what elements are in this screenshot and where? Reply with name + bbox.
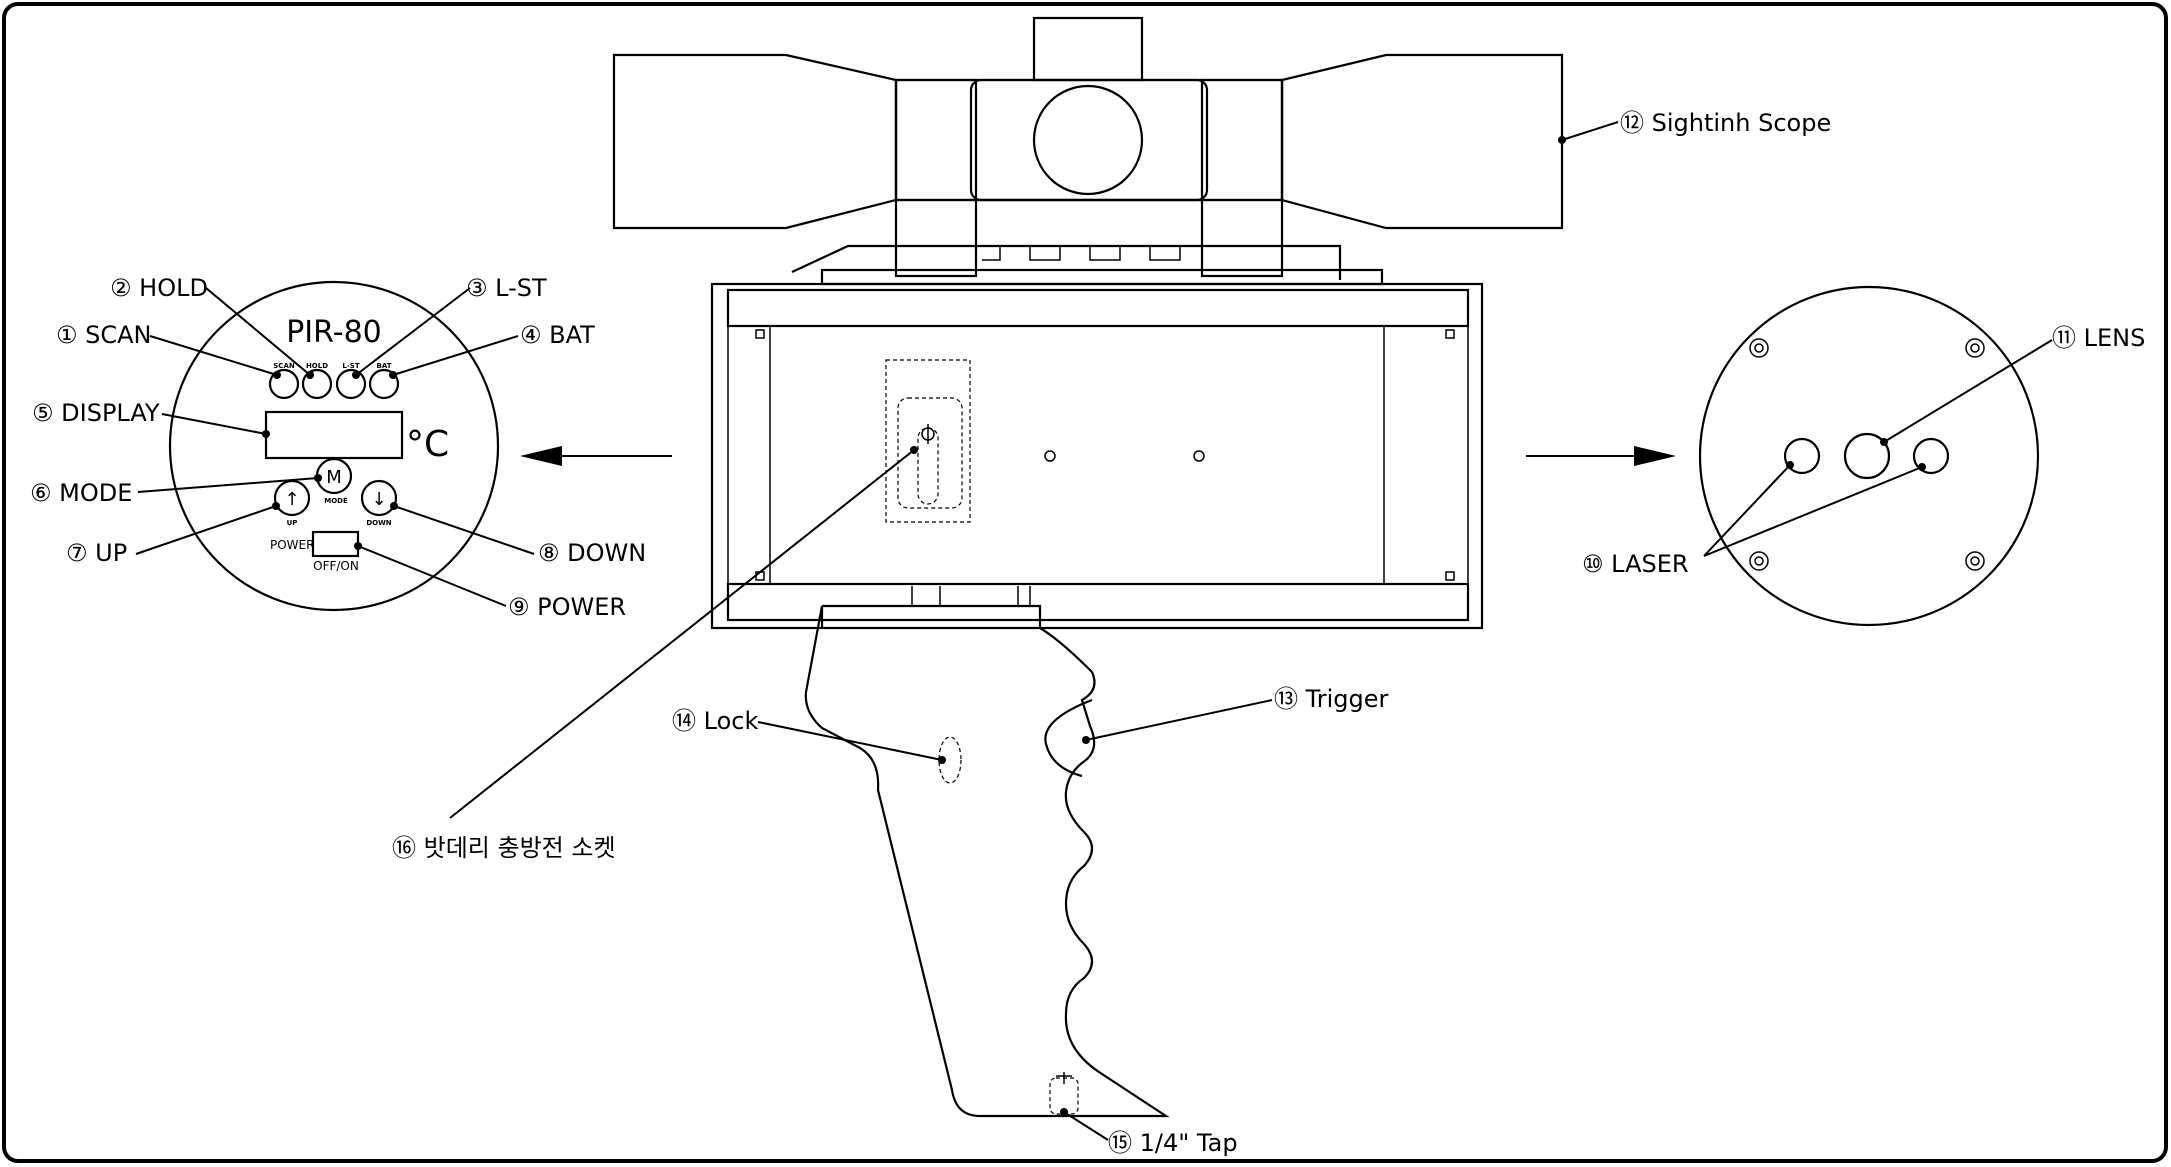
down-arrow-icon: ↓ [371, 489, 386, 510]
hold-key[interactable] [301, 368, 333, 400]
callout-down: ⑧ DOWN [538, 539, 646, 567]
lens [1843, 432, 1891, 480]
mode-key-caption: MODE [324, 497, 348, 505]
model-name: PIR-80 [286, 315, 382, 350]
bat-caption: BAT [377, 362, 392, 370]
callout-mode: ⑥ MODE [30, 479, 132, 507]
callout-laser: ⑩ LASER [1582, 550, 1689, 578]
callout-display: ⑤ DISPLAY [32, 399, 160, 427]
scan-key[interactable] [268, 368, 300, 400]
callout-scan: ① SCAN [56, 321, 152, 349]
callout-tap: ⑮ 1/4" Tap [1108, 1129, 1238, 1157]
bat-indicator [368, 368, 400, 400]
callout-bat: ④ BAT [520, 321, 595, 349]
up-key-caption: UP [287, 519, 298, 527]
callout-up: ⑦ UP [66, 539, 127, 567]
callout-lst: ③ L-ST [466, 274, 547, 302]
mode-key-glyph: M [326, 467, 342, 488]
leader-lines [135, 121, 2053, 1141]
display-window [264, 410, 404, 460]
lst-key[interactable] [335, 368, 367, 400]
sighting-scope [612, 16, 1564, 286]
laser-aperture-right [1912, 437, 1950, 475]
callout-hold: ② HOLD [110, 274, 208, 302]
callout-socket: ⑯ 밧데리 충방전 소켓 [392, 834, 616, 862]
main-body [710, 282, 1484, 630]
view-arrows [520, 446, 1676, 466]
off-on-caption: OFF/ON [313, 559, 359, 573]
handle [804, 586, 1170, 1118]
callout-labels: ① SCAN ② HOLD ③ L-ST ④ BAT ⑤ DISPLAY ⑥ M… [30, 109, 2145, 1157]
unit-label: °C [406, 424, 449, 465]
down-key-caption: DOWN [366, 519, 391, 527]
up-arrow-icon: ↑ [284, 489, 299, 510]
callout-lens: ⑪ LENS [2052, 324, 2145, 352]
front-view [1698, 285, 2040, 627]
callout-lock: ⑭ Lock [672, 707, 758, 735]
laser-aperture-left [1783, 437, 1821, 475]
callout-power: ⑨ POWER [508, 593, 626, 621]
scan-key-caption: SCAN [273, 362, 295, 370]
callout-trigger: ⑬ Trigger [1274, 685, 1389, 713]
control-panel: PIR-80 SCAN HOLD L-ST BAT °C M MODE ↑ UP… [168, 280, 500, 612]
lst-key-caption: L-ST [342, 362, 359, 370]
power-caption: POWER [270, 538, 314, 552]
down-key[interactable] [360, 479, 398, 517]
callout-scope: ⑫ Sightinh Scope [1620, 109, 1831, 137]
power-switch[interactable] [311, 530, 360, 558]
hold-key-caption: HOLD [306, 362, 328, 370]
